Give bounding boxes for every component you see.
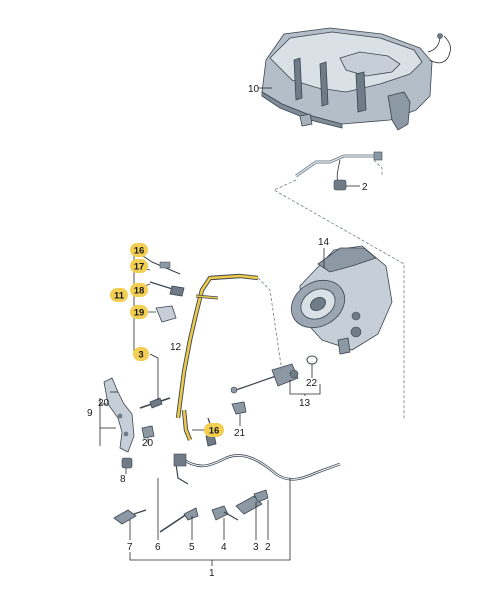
callout-badge-11: [110, 288, 128, 302]
callout-11: 11: [114, 291, 125, 302]
vent-tube: [295, 151, 383, 191]
callout-8: 10: [248, 84, 260, 95]
callout-1: 1: [209, 568, 215, 579]
callout-3a: 3: [138, 350, 143, 361]
callout-3b: 3: [253, 542, 259, 553]
callout-4: 4: [221, 542, 227, 553]
callout-12: 12: [170, 342, 182, 353]
callout-20a: 20: [98, 398, 110, 409]
callout-17: 17: [134, 262, 145, 273]
mounting-bracket: [103, 377, 171, 469]
callout-18: 18: [134, 286, 145, 297]
highlighted-pipe: [175, 273, 259, 441]
callout-14: 14: [318, 237, 330, 248]
callout-badge-16b: [204, 423, 224, 437]
callout-badge-18: [130, 283, 148, 297]
callout-badge-17: [130, 259, 148, 273]
callout-16a: 16: [134, 246, 145, 257]
callout-16b: 16: [209, 426, 220, 437]
callout-22: 22: [306, 378, 318, 389]
callout-badge-16a: [130, 243, 148, 257]
carbon-canister: [290, 245, 393, 355]
callout-2a: 2: [362, 182, 368, 193]
callout-labels: 16 17 18 11 19 3 16 10 2 14 22 13 21 20 …: [87, 84, 368, 579]
sensor-assembly: [230, 355, 318, 415]
callout-9: 9: [87, 408, 93, 419]
callout-7: 7: [127, 542, 133, 553]
line-bundle: [173, 453, 341, 485]
callout-10: 8: [120, 474, 126, 485]
callout-21: 21: [234, 428, 246, 439]
callout-6: 6: [155, 542, 161, 553]
callout-13: 13: [299, 398, 311, 409]
clips-row: [113, 489, 269, 533]
callout-badge-3a: [133, 347, 149, 361]
callout-5: 5: [189, 542, 195, 553]
callout-19: 19: [134, 308, 145, 319]
callout-20b: 20: [142, 438, 154, 449]
fuel-tank: [261, 27, 451, 131]
callout-2b: 2: [265, 542, 271, 553]
callout-badge-19: [130, 305, 148, 319]
